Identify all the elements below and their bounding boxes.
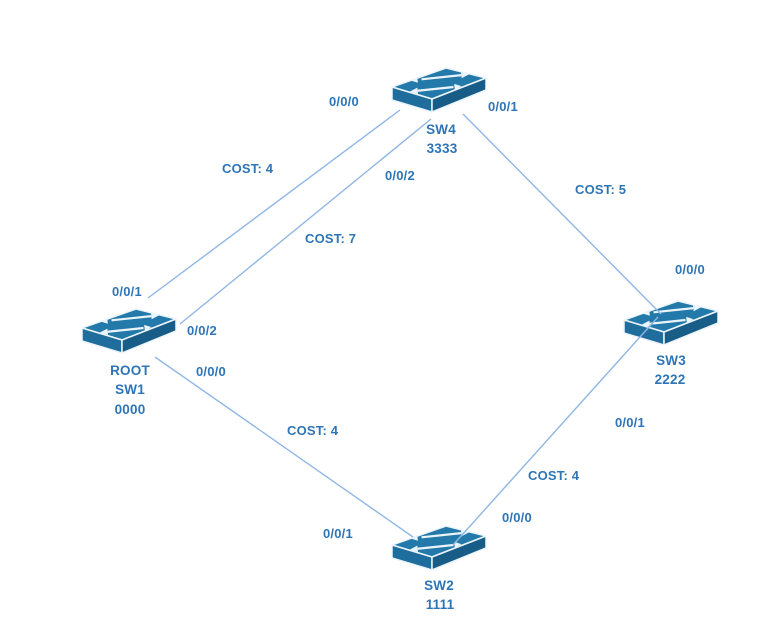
- sw1-number-label: 0000: [114, 402, 146, 417]
- sw2-switch-icon: [390, 524, 488, 572]
- sw3-port-label-lower: 0/0/1: [615, 415, 645, 430]
- link-sw4-sw3-cost5: [462, 113, 662, 315]
- cost-label-sw4-sw3: COST: 5: [575, 182, 627, 197]
- cost-label-sw1-sw2: COST: 4: [287, 423, 339, 438]
- sw3-name-label: SW3: [656, 353, 686, 368]
- sw3-port-label-top: 0/0/0: [675, 262, 705, 277]
- cost-label-sw1-sw4-b: COST: 7: [305, 231, 357, 246]
- sw1-name-label: SW1: [115, 382, 145, 397]
- sw2-port-label-right: 0/0/0: [502, 510, 532, 525]
- link-sw1-sw4-cost7: [179, 118, 432, 325]
- sw1-port-label-top: 0/0/1: [112, 284, 142, 299]
- sw4-name-label: SW4: [426, 122, 456, 137]
- sw4-port-label-mid: 0/0/2: [385, 168, 415, 183]
- link-sw1-sw2-cost4: [154, 356, 414, 538]
- cost-label-sw1-sw4-a: COST: 4: [222, 161, 274, 176]
- sw1-port-label-lower: 0/0/0: [196, 364, 226, 379]
- sw4-port-label-left: 0/0/0: [329, 94, 359, 109]
- sw4-port-label-right: 0/0/1: [488, 99, 518, 114]
- cost-label-sw2-sw3: COST: 4: [528, 468, 580, 483]
- sw2-name-label: SW2: [424, 578, 454, 593]
- sw3-switch-icon: [622, 299, 720, 347]
- link-sw1-sw4-cost4: [147, 109, 401, 299]
- sw2-number-label: 1111: [425, 597, 455, 612]
- sw1-switch-icon: [80, 307, 178, 355]
- sw2-port-label-left: 0/0/1: [323, 526, 353, 541]
- sw1-role-label: ROOT: [110, 363, 150, 378]
- link-sw2-sw3-cost4: [452, 316, 659, 546]
- sw4-number-label: 3333: [426, 141, 458, 156]
- sw3-number-label: 2222: [654, 372, 686, 387]
- sw1-port-label-right: 0/0/2: [187, 323, 217, 338]
- sw4-switch-icon: [390, 66, 488, 114]
